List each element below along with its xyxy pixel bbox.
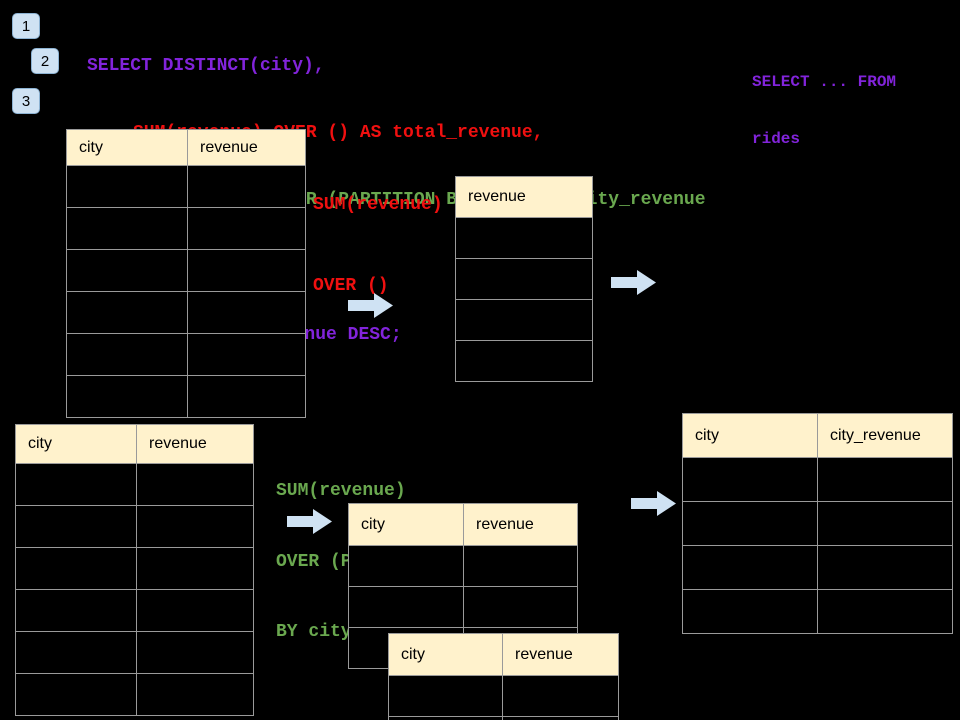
table-row xyxy=(456,341,593,382)
side-note: SELECT ... FROM rides xyxy=(752,35,896,187)
step-badge-2: 2 xyxy=(31,48,59,74)
table-source-bottom: city revenue xyxy=(15,424,254,716)
column-header-city-revenue: city_revenue xyxy=(818,414,953,458)
arrow-right-icon xyxy=(348,292,394,319)
column-header-city: city xyxy=(683,414,818,458)
table-row xyxy=(16,464,254,506)
column-header-revenue: revenue xyxy=(464,504,578,546)
annotation-total-line2: OVER () xyxy=(313,276,389,296)
column-header-city: city xyxy=(349,504,464,546)
column-header-revenue: revenue xyxy=(503,634,619,676)
table-row xyxy=(67,376,306,418)
table-row xyxy=(16,632,254,674)
table-row xyxy=(456,218,593,259)
sql-line-select: SELECT DISTINCT(city), xyxy=(87,55,325,76)
table-source-top: city revenue xyxy=(66,129,306,418)
table-row xyxy=(67,334,306,376)
step-badge-3: 3 xyxy=(12,88,40,114)
step-badge-1: 1 xyxy=(12,13,40,39)
table-result: city city_revenue xyxy=(682,413,953,634)
arrow-right-icon xyxy=(287,508,333,535)
side-note-line1: SELECT ... FROM xyxy=(752,73,897,91)
column-header-revenue: revenue xyxy=(188,130,306,166)
annotation-total-line1: SUM(revenue) xyxy=(313,195,443,215)
table-row xyxy=(16,674,254,716)
table-row xyxy=(16,506,254,548)
table-row xyxy=(67,166,306,208)
table-row xyxy=(349,587,578,628)
arrow-right-icon xyxy=(631,490,677,517)
table-row xyxy=(389,676,619,717)
table-row xyxy=(683,502,953,546)
annotation-total-revenue: SUM(revenue) OVER () xyxy=(313,138,443,354)
table-row xyxy=(683,590,953,634)
annotation-partition-line1: SUM(revenue) xyxy=(276,481,406,501)
table-row xyxy=(16,590,254,632)
column-header-revenue: revenue xyxy=(456,177,593,218)
column-header-revenue: revenue xyxy=(137,425,254,464)
table-row xyxy=(683,458,953,502)
table-row xyxy=(456,259,593,300)
column-header-city: city xyxy=(16,425,137,464)
arrow-right-icon xyxy=(611,269,657,296)
table-total-revenue: revenue xyxy=(455,176,593,382)
column-header-city: city xyxy=(389,634,503,676)
table-row xyxy=(349,546,578,587)
table-row xyxy=(16,548,254,590)
table-row xyxy=(683,546,953,590)
table-row xyxy=(67,250,306,292)
side-note-line2: rides xyxy=(752,130,801,148)
table-row xyxy=(67,208,306,250)
table-row xyxy=(389,717,619,720)
table-row xyxy=(67,292,306,334)
column-header-city: city xyxy=(67,130,188,166)
table-partition-group-2: city revenue xyxy=(388,633,619,720)
table-row xyxy=(456,300,593,341)
